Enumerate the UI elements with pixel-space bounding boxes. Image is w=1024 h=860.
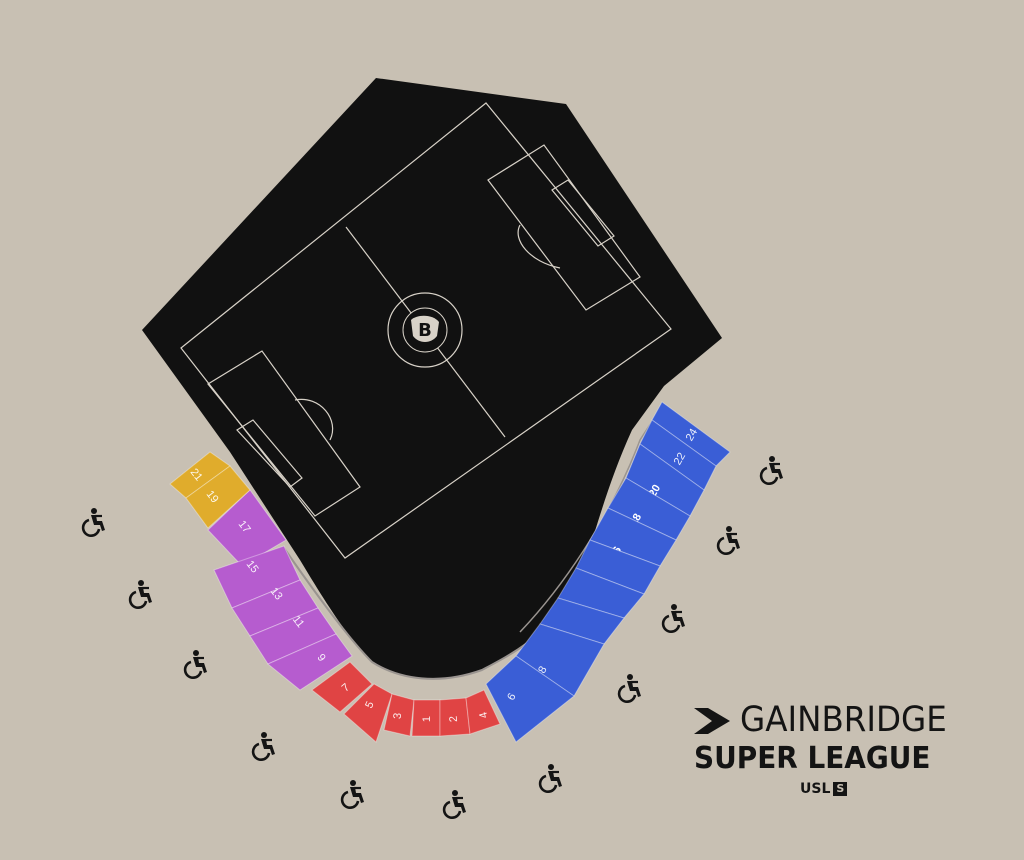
wheelchair-icon <box>759 456 783 486</box>
section-9[interactable]: 9 <box>267 633 353 691</box>
section-shape[interactable] <box>267 633 353 691</box>
concourse-ring-east <box>519 405 663 633</box>
wheelchair-icon <box>183 650 207 680</box>
wheelchair-icon <box>251 732 275 762</box>
wheelchair-icon <box>128 580 152 610</box>
section-shape[interactable] <box>589 507 677 567</box>
section-17[interactable]: 17 <box>207 489 287 567</box>
wheelchair-icon <box>661 604 685 634</box>
wheelchair-icon <box>716 526 740 556</box>
wheelchair-icon <box>340 780 364 810</box>
svg-text:B: B <box>418 320 432 341</box>
section-6[interactable]: 6 <box>485 655 575 743</box>
pitch-area: B <box>142 78 722 680</box>
wheelchair-icon <box>617 674 641 704</box>
section-shape[interactable] <box>607 477 691 541</box>
logo-usl-badge: S <box>833 782 848 796</box>
section-1[interactable]: 1 <box>411 699 441 737</box>
section-24[interactable]: 24 <box>651 401 731 467</box>
section-shape[interactable] <box>651 401 731 467</box>
section-shape[interactable] <box>539 597 625 645</box>
section-label: 6 <box>505 691 518 702</box>
section-label: 2 <box>448 715 460 722</box>
chevron-icon <box>694 708 730 734</box>
section-shape[interactable] <box>575 539 661 595</box>
logo-usl-text: USL <box>800 781 831 797</box>
section-shape[interactable] <box>311 661 373 713</box>
section-2[interactable]: 2 <box>439 697 471 737</box>
section-label: 21 <box>188 466 205 483</box>
section-label: 19 <box>204 488 221 505</box>
section-label: 3 <box>392 712 404 719</box>
section-shape[interactable] <box>485 655 575 743</box>
section-7[interactable]: 7 <box>311 661 373 713</box>
section-label: 22 <box>672 451 689 468</box>
section-shape[interactable] <box>207 489 287 567</box>
crest-icon: B <box>402 307 448 353</box>
wheelchair-icon <box>442 790 466 820</box>
section-shape[interactable] <box>639 419 717 491</box>
logo-super-league: SUPER LEAGUE <box>694 741 931 776</box>
section-label: 5 <box>363 700 376 711</box>
wheelchair-icon <box>81 508 105 538</box>
section-4[interactable]: 4 <box>465 689 501 735</box>
accessible-seating-markers <box>81 456 783 820</box>
concourse-ring <box>283 547 571 680</box>
seating-sections: 7531241715131192119242220181614121086 <box>169 401 731 743</box>
section-shape[interactable] <box>557 567 645 619</box>
wheelchair-icon <box>538 764 562 794</box>
section-label: 8 <box>536 664 549 675</box>
section-shape[interactable] <box>625 443 705 517</box>
section-22[interactable]: 22 <box>639 419 717 491</box>
section-label: 17 <box>236 518 253 535</box>
section-label: 1 <box>421 716 433 722</box>
section-shape[interactable] <box>465 689 501 735</box>
logo-gainbridge: GAINBRIDGE <box>740 700 947 740</box>
pitch-surface <box>142 78 722 679</box>
section-label: 4 <box>477 711 490 720</box>
section-label: 15 <box>244 558 261 575</box>
logo-row-1: GAINBRIDGE <box>694 700 969 740</box>
section-shape[interactable] <box>185 465 251 529</box>
section-19[interactable]: 19 <box>185 465 251 529</box>
section-label: 13 <box>268 585 285 602</box>
section-label: 24 <box>684 427 701 444</box>
